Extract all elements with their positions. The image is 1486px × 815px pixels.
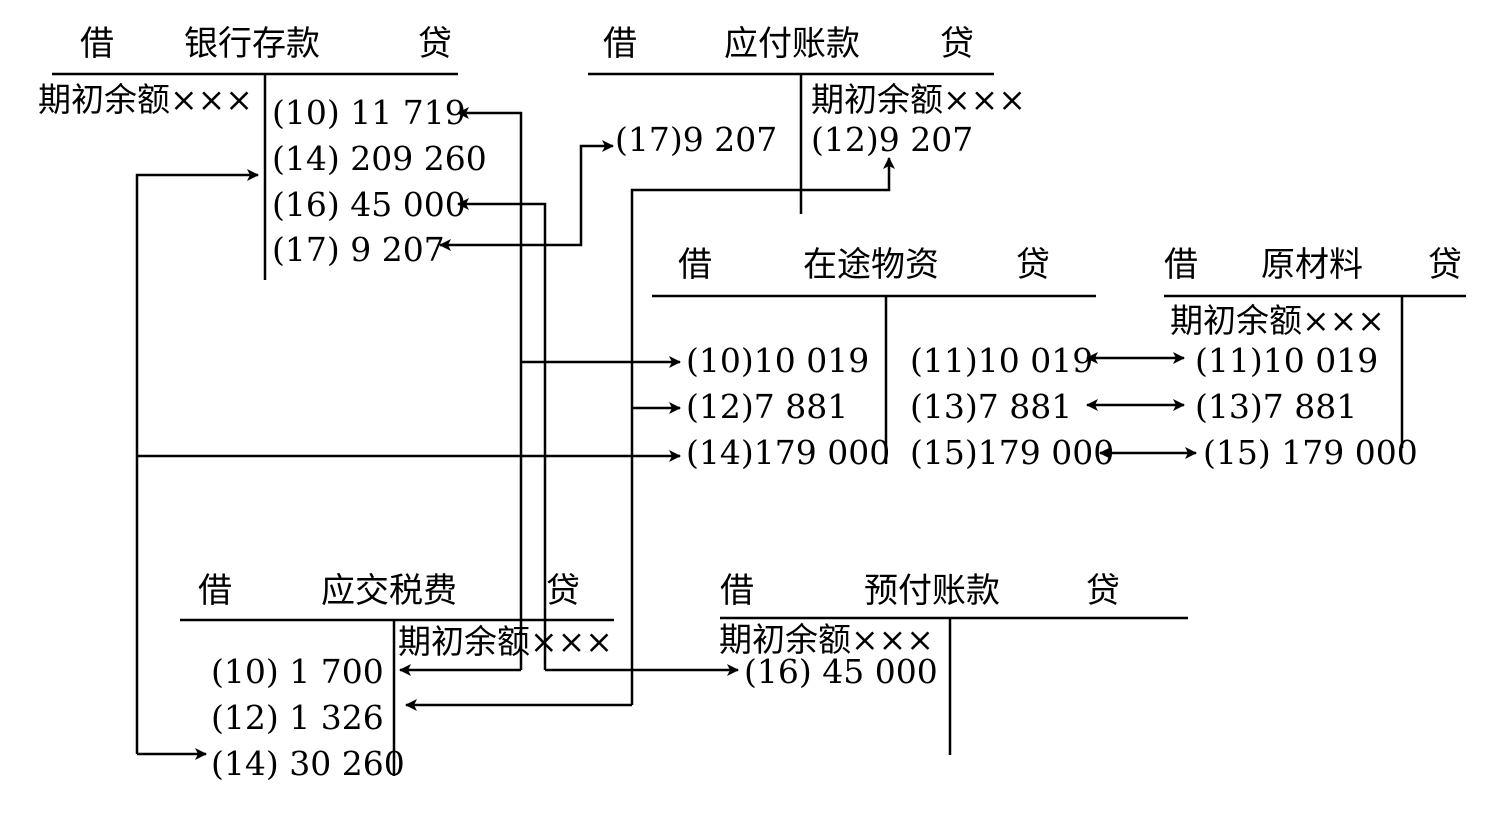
bank-deposits-debit-label: 借: [80, 24, 114, 64]
bank-deposits-credit-label: 贷: [418, 24, 452, 64]
bank-deposits-credit-entry: (14) 209 260: [272, 139, 487, 178]
raw-materials-title: 原材料: [1261, 245, 1363, 285]
taxes-payable-debit-entry: (10) 1 700: [211, 652, 384, 691]
materials-in-transit-debit-entry: (14)179 000: [686, 433, 891, 472]
raw-materials-debit-entry: (15) 179 000: [1203, 433, 1418, 472]
raw-materials-opening-balance: 期初余额×××: [1170, 301, 1385, 340]
taxes-payable-debit-label: 借: [198, 571, 232, 611]
materials-in-transit-credit-entry: (13)7 881: [910, 387, 1073, 426]
raw-materials-debit-label: 借: [1164, 245, 1198, 285]
prepayments-opening-balance: 期初余额×××: [719, 620, 934, 659]
taxes-payable-debit-entry: (12) 1 326: [211, 698, 384, 737]
prepayments-credit-label: 贷: [1086, 571, 1120, 611]
materials-in-transit-credit-entry: (11)10 019: [910, 341, 1094, 380]
accounts-payable-debit-label: 借: [603, 24, 637, 64]
accounts-payable-credit-entry: (12)9 207: [811, 120, 974, 159]
connector-16-bank: [457, 198, 547, 670]
prepayments-debit-label: 借: [720, 571, 754, 611]
connector-10-bank: [457, 107, 523, 670]
materials-in-transit-debit-label: 借: [678, 245, 712, 285]
accounts-payable-opening-balance: 期初余额×××: [811, 80, 1026, 119]
materials-in-transit-debit-entry: (12)7 881: [686, 387, 849, 426]
prepayments-title: 预付账款: [864, 571, 1000, 611]
materials-in-transit-title: 在途物资: [803, 245, 939, 285]
raw-materials-credit-label: 贷: [1428, 245, 1462, 285]
bank-deposits-opening-balance: 期初余额×××: [38, 80, 253, 119]
raw-materials-debit-entry: (11)10 019: [1195, 341, 1379, 380]
taxes-payable-debit-entry: (14) 30 260: [211, 744, 405, 783]
connector-17: [439, 140, 614, 251]
taxes-payable-title: 应交税费: [321, 571, 457, 611]
bank-deposits-credit-entry: (16) 45 000: [272, 185, 466, 224]
raw-materials-debit-entry: (13)7 881: [1195, 387, 1358, 426]
bank-deposits-credit-entry: (10) 11 719: [272, 93, 466, 132]
accounts-payable-credit-label: 贷: [940, 24, 974, 64]
taxes-payable-credit-label: 贷: [546, 571, 580, 611]
connector-14-bank: [135, 169, 259, 754]
bank-deposits-title: 银行存款: [184, 24, 320, 64]
materials-in-transit-credit-label: 贷: [1016, 245, 1050, 285]
materials-in-transit-credit-entry: (15)179 000: [910, 433, 1115, 472]
bank-deposits-credit-entry: (17) 9 207: [272, 230, 445, 269]
accounts-payable-debit-entry: (17)9 207: [615, 120, 778, 159]
accounts-payable-title: 应付账款: [724, 24, 860, 64]
prepayments-debit-entry: (16) 45 000: [744, 652, 938, 691]
materials-in-transit-debit-entry: (10)10 019: [686, 341, 870, 380]
connector-12-payable: [630, 157, 895, 705]
taxes-payable-opening-balance: 期初余额×××: [398, 622, 613, 661]
